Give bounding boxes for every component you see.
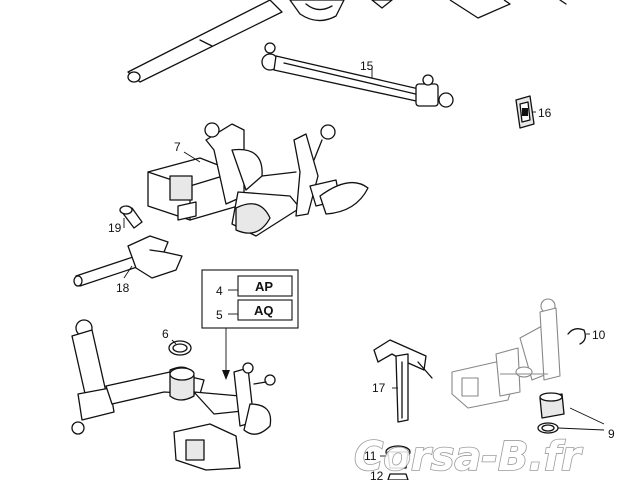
variant-row-4-code: AP <box>255 279 273 294</box>
part-9-bushing <box>537 392 565 434</box>
part-7-shift-housing <box>147 122 369 237</box>
part-6-ring <box>168 340 192 356</box>
watermark-logo: Corsa-B.fr <box>354 434 583 480</box>
callout-11: 11 <box>364 449 377 463</box>
shift-rod-upper <box>127 0 567 83</box>
callout-15: 15 <box>360 59 374 73</box>
ghosted-lower-mechanism <box>451 298 561 409</box>
leader-lines <box>123 68 605 457</box>
callout-numbers: 15 16 7 19 18 6 10 17 9 11 12 <box>108 59 615 480</box>
callout-7: 7 <box>174 140 181 154</box>
part-17-pivot-bracket <box>373 339 433 423</box>
variant-row-5-code: AQ <box>254 303 274 318</box>
callout-6: 6 <box>162 327 169 341</box>
part-16-clip <box>515 95 535 129</box>
callout-16: 16 <box>538 106 552 120</box>
part-11-cap <box>385 445 411 469</box>
part-18-selector-rod <box>73 235 183 287</box>
callout-10: 10 <box>592 328 606 342</box>
part-19-pin <box>119 205 143 229</box>
callout-17: 17 <box>372 381 386 395</box>
callout-9: 9 <box>608 427 615 441</box>
variant-row-4-number: 4 <box>216 284 223 298</box>
callout-19: 19 <box>108 221 122 235</box>
callout-12: 12 <box>370 469 384 480</box>
part-12-partial <box>387 473 409 480</box>
variant-row-5-number: 5 <box>216 308 223 322</box>
part-15-link-rod <box>261 42 454 108</box>
part-10-circlip <box>567 328 586 345</box>
variant-box: 4 AP 5 AQ <box>201 269 299 380</box>
lower-shift-mechanism <box>71 319 276 471</box>
callout-18: 18 <box>116 281 130 295</box>
